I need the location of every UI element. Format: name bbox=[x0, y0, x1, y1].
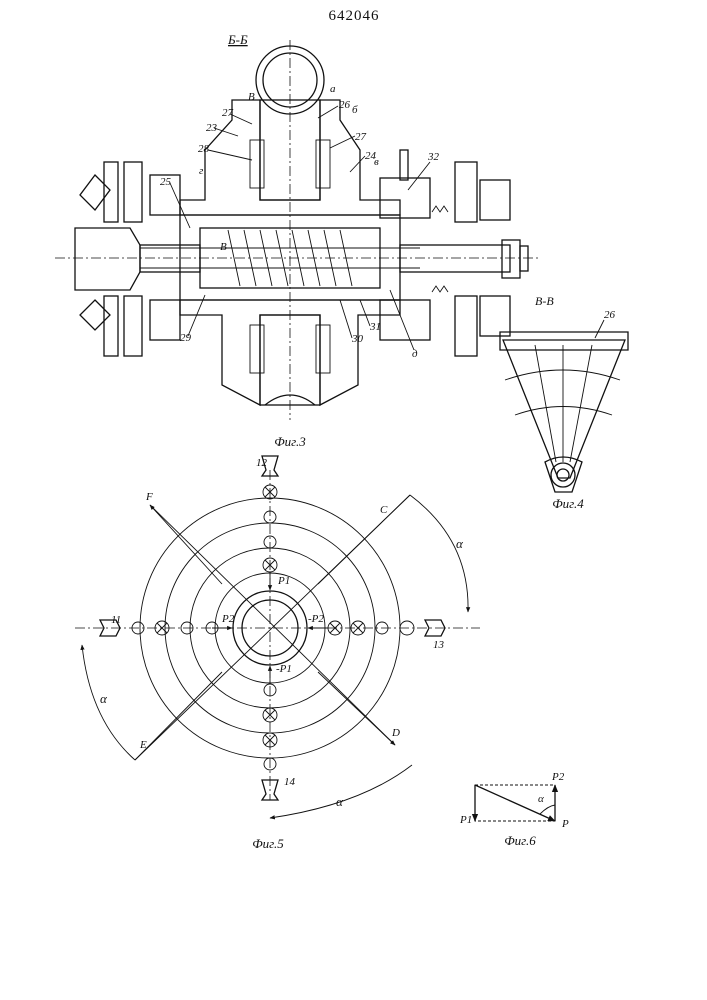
fig6-caption: Фиг.6 bbox=[504, 833, 536, 848]
fig4-section-label: В-В bbox=[535, 294, 554, 308]
fig3-cross-section: Б-Б bbox=[55, 32, 540, 449]
roller-13: 13 bbox=[433, 639, 445, 651]
fig6-label-P1: P1 bbox=[459, 814, 472, 826]
fig6-label-P: P bbox=[561, 818, 569, 830]
letter-g: г bbox=[199, 165, 204, 177]
fig5-diagram: F C E D α α α 11 12 13 14 P1 P2 -P2 -P1 … bbox=[75, 456, 480, 851]
direction-D: D bbox=[391, 727, 400, 739]
direction-F: F bbox=[145, 491, 153, 503]
letter-v: в bbox=[374, 156, 379, 168]
angle-alpha-bottom: α bbox=[336, 794, 344, 809]
fig6-label-P2: P2 bbox=[551, 771, 565, 783]
fig4-section: В-В 26 Фиг.4 bbox=[500, 294, 628, 511]
fig4-caption: Фиг.4 bbox=[552, 496, 584, 511]
direction-E: E bbox=[139, 739, 147, 751]
fig3-letters: а б в г д bbox=[199, 83, 418, 360]
callout-27-left: 27 bbox=[222, 107, 234, 119]
force-minus-P1: -P1 bbox=[276, 663, 292, 675]
callout-29: 29 bbox=[180, 332, 192, 344]
callout-31: 31 bbox=[369, 321, 381, 333]
direction-C: C bbox=[380, 504, 388, 516]
fig3-caption: Фиг.3 bbox=[274, 434, 306, 449]
view-mark-top: В bbox=[248, 91, 255, 103]
angle-alpha-right: α bbox=[456, 536, 464, 551]
callout-28: 28 bbox=[198, 143, 210, 155]
callout-32: 32 bbox=[427, 151, 440, 163]
callout-30: 30 bbox=[351, 333, 364, 345]
roller-12: 12 bbox=[256, 457, 268, 469]
force-P1: P1 bbox=[277, 575, 290, 587]
callout-23: 23 bbox=[206, 122, 218, 134]
letter-a: а bbox=[330, 83, 336, 95]
fig4-callout-26: 26 bbox=[604, 309, 616, 321]
roller-14: 14 bbox=[284, 776, 296, 788]
angle-alpha-left: α bbox=[100, 691, 108, 706]
force-P2: P2 bbox=[221, 613, 235, 625]
fig3-section-label: Б-Б bbox=[227, 32, 248, 47]
fig6-angle-alpha: α bbox=[538, 793, 544, 805]
callout-26: 26 bbox=[339, 99, 351, 111]
fig6-vector-diagram: P2 P1 P α Фиг.6 bbox=[459, 771, 569, 848]
patent-number: 642046 bbox=[329, 8, 380, 24]
roller-11: 11 bbox=[111, 614, 121, 626]
callout-27-right: 27 bbox=[355, 131, 367, 143]
view-mark-mid: В bbox=[220, 241, 227, 253]
callout-25: 25 bbox=[160, 176, 172, 188]
letter-d: д bbox=[412, 348, 418, 360]
fig5-caption: Фиг.5 bbox=[252, 836, 284, 851]
force-minus-P2: -P2 bbox=[308, 613, 324, 625]
letter-b: б bbox=[352, 104, 358, 116]
